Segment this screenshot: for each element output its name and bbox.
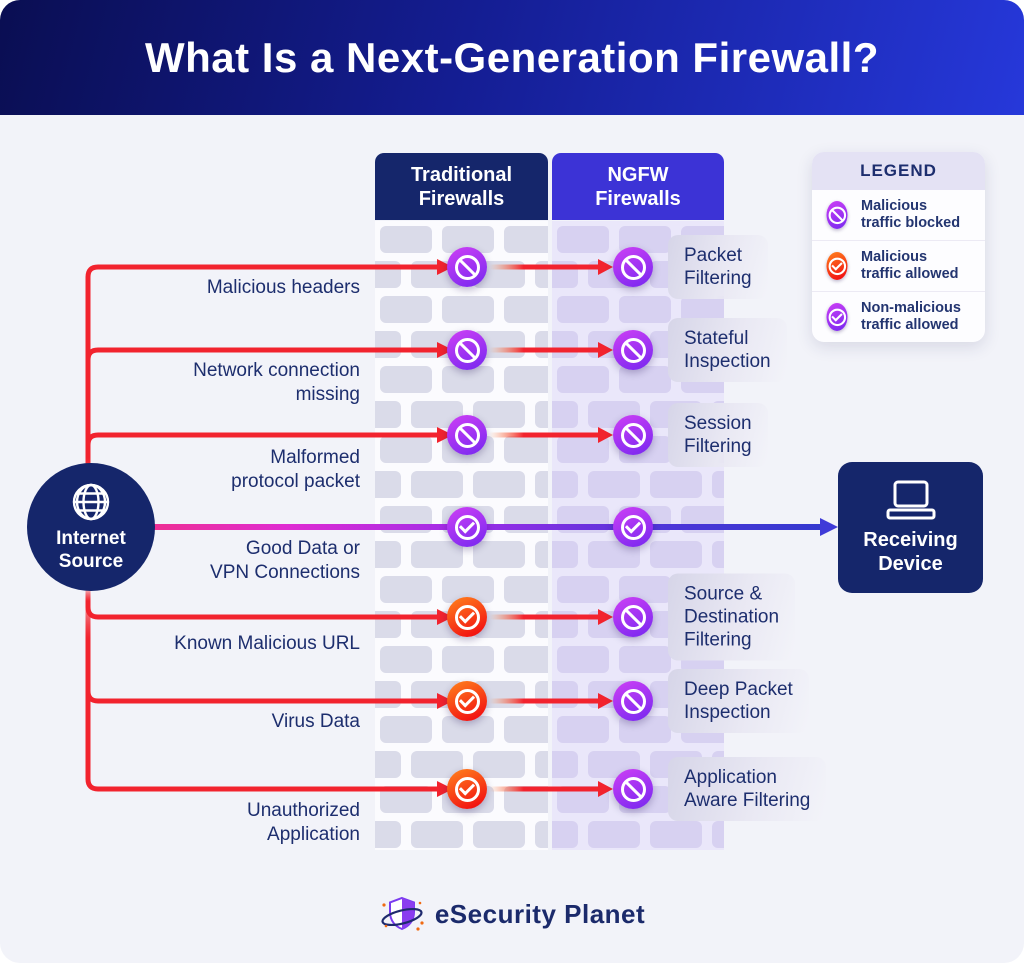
header-band: What Is a Next-Generation Firewall? bbox=[0, 0, 1024, 115]
column-header-traditional-firewalls: Traditional Firewalls bbox=[375, 153, 548, 220]
traditional-blocked-icon bbox=[447, 330, 487, 370]
shield-orbit-icon bbox=[381, 896, 424, 931]
ngfw-blocked-icon bbox=[613, 415, 653, 455]
row-label-unauthorized-application: Unauthorized Application bbox=[246, 800, 360, 845]
ngfw-blocked-icon bbox=[613, 681, 653, 721]
internet-source-node: Internet Source bbox=[27, 463, 155, 591]
row-label-good-data-vpn: Good Data or VPN Connections bbox=[210, 538, 360, 583]
row-label-malformed-protocol-packet: Malformed protocol packet bbox=[231, 447, 360, 492]
ngfw-blocked-icon bbox=[613, 247, 653, 287]
feature-session-filtering: Session Filtering bbox=[668, 403, 768, 467]
legend: LEGEND Malicious traffic blocked Malicio… bbox=[812, 152, 985, 342]
traditional-firewall-wall bbox=[375, 221, 548, 850]
feature-stateful-inspection: Stateful Inspection bbox=[668, 318, 787, 382]
feature-deep-packet-inspection: Deep Packet Inspection bbox=[668, 669, 809, 733]
feature-packet-filtering: Packet Filtering bbox=[668, 235, 768, 299]
non-malicious-allowed-icon bbox=[822, 302, 852, 332]
traditional-allowed-icon bbox=[447, 681, 487, 721]
malicious-allowed-icon bbox=[822, 251, 852, 281]
ngfw-blocked-icon bbox=[613, 597, 653, 637]
legend-item-label: Non-malicious traffic allowed bbox=[861, 300, 961, 333]
legend-item: Malicious traffic blocked bbox=[812, 190, 985, 240]
traditional-allowed-icon bbox=[447, 597, 487, 637]
row-label-known-malicious-url: Known Malicious URL bbox=[174, 633, 360, 654]
ngfw-allowed-icon bbox=[613, 507, 653, 547]
traditional-allowed-icon bbox=[447, 769, 487, 809]
legend-item-label: Malicious traffic blocked bbox=[861, 198, 961, 231]
traditional-blocked-icon bbox=[447, 247, 487, 287]
row-label-virus-data: Virus Data bbox=[271, 711, 360, 732]
receiving-device-label: Receiving Device bbox=[863, 528, 958, 575]
page-title: What Is a Next-Generation Firewall? bbox=[145, 33, 879, 81]
footer-brand: eSecurity Planet bbox=[0, 893, 1024, 935]
row-label-malicious-headers: Malicious headers bbox=[206, 277, 360, 298]
legend-item-label: Malicious traffic allowed bbox=[861, 249, 959, 282]
traditional-blocked-icon bbox=[447, 415, 487, 455]
feature-application-aware-filtering: Application Aware Filtering bbox=[668, 757, 827, 821]
legend-title: LEGEND bbox=[812, 152, 985, 190]
brand-name: eSecurity Planet bbox=[434, 898, 646, 929]
malicious-blocked-icon bbox=[822, 200, 852, 230]
column-header-ngfw-firewalls: NGFW Firewalls bbox=[552, 153, 724, 220]
laptop-icon bbox=[886, 480, 935, 519]
internet-source-label: Internet Source bbox=[56, 528, 126, 572]
legend-item: Non-malicious traffic allowed bbox=[812, 291, 985, 342]
globe-icon bbox=[72, 483, 110, 521]
legend-item: Malicious traffic allowed bbox=[812, 240, 985, 291]
receiving-device-node: Receiving Device bbox=[838, 462, 983, 593]
feature-source-destination-filtering: Source & Destination Filtering bbox=[668, 573, 796, 661]
traditional-allowed-icon bbox=[447, 507, 487, 547]
ngfw-blocked-icon bbox=[613, 769, 653, 809]
row-label-network-connection-missing: Network connection missing bbox=[193, 360, 360, 405]
ngfw-blocked-icon bbox=[613, 330, 653, 370]
